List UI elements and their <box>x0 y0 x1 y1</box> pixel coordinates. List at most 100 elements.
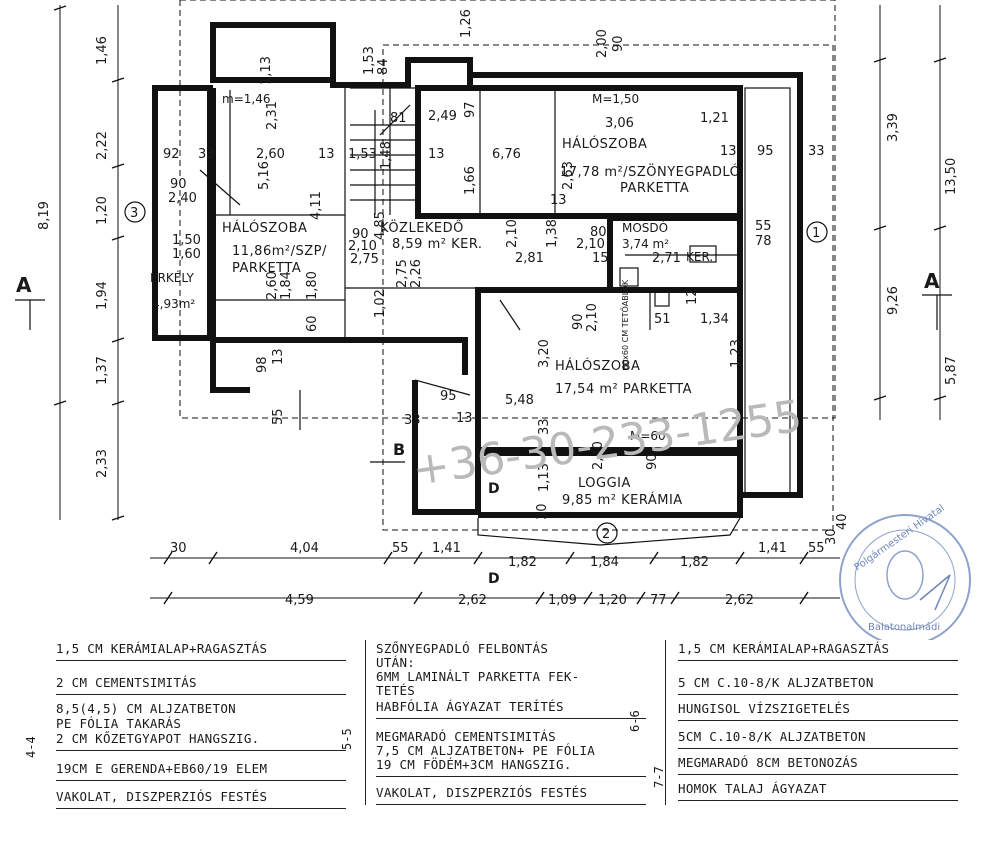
roof-window-note: 60x60 CM TETŐABLAK <box>620 279 630 370</box>
dim-90b: 90 <box>352 227 369 242</box>
dim-12: 12 <box>685 288 700 305</box>
room-area: 17,78 m²/SZÖNYEGPADLÓ <box>560 163 740 180</box>
section-label-a-left: A <box>16 273 32 297</box>
dim-33d: 33 <box>404 413 421 428</box>
room-name: LOGGIA <box>578 476 631 491</box>
dim-b2-459: 4,59 <box>285 593 314 608</box>
dim-right-587: 5,87 <box>944 356 959 385</box>
room-floor: PARKETTA <box>232 261 301 276</box>
section-marker-a-left: A <box>15 273 45 330</box>
room-area: 8,59 m² KER. <box>392 237 483 252</box>
dim-138: 1,38 <box>545 219 560 248</box>
stamp-bottom-text: Balatonalmádi <box>868 621 940 633</box>
dim-485: 4,85 <box>373 211 388 240</box>
room-erkely: ERKÉLY 4,93m² <box>150 270 195 311</box>
dim-13d: 13 <box>271 348 286 365</box>
dim-b2-120: 1,20 <box>598 593 627 608</box>
axis-marker-1: 1 <box>806 221 828 243</box>
dim-153: 1,53 <box>348 147 377 162</box>
legend-layer: TETÉS <box>376 683 416 698</box>
legend-layer: VAKOLAT, DISZPERZIÓS FESTÉS <box>376 784 646 805</box>
dim-121: 1,21 <box>700 111 729 126</box>
dim-top-90: 90 <box>611 35 626 52</box>
dim-275b: 2,75 <box>395 259 410 288</box>
dim-b1-30b: 30 <box>824 528 839 545</box>
dim-548: 5,48 <box>505 393 534 408</box>
dim-left-233: 2,33 <box>95 449 110 478</box>
room-haloszoba-nw: HÁLÓSZOBA 11,86m²/SZP/ PARKETTA <box>222 220 326 276</box>
dim-260b: 2,60 <box>265 271 280 300</box>
legend-column-3: 1,5 CM KERÁMIALAP+RAGASZTÁS 5 CM C.10-8/… <box>678 640 958 807</box>
legend-layer: 7,5 CM ALJZATBETON+ PE FÓLIA <box>376 743 596 758</box>
interior-dimensions: 92 33 2,60 13 1,53 5,16 2,31 2,49 97 3,0… <box>163 101 825 520</box>
dim-right-926: 9,26 <box>886 286 901 315</box>
dim-150: 1,50 <box>172 233 201 248</box>
room-area: 4,93m² <box>152 297 195 311</box>
room-area: 9,85 m² KERÁMIA <box>562 492 683 508</box>
dim-81: 81 <box>390 111 407 126</box>
room-floor: PARKETTA <box>620 181 689 196</box>
dim-55: 55 <box>755 219 772 234</box>
floor-plan: A A B D D 3 1 2 HÁLÓSZOBA 11,86m²/SZP/ P… <box>15 0 971 640</box>
dim-b2-109: 1,09 <box>548 593 577 608</box>
legend-layer: MEGMARADÓ 8CM BETONOZÁS <box>678 754 958 775</box>
dim-240b: 2,40 <box>591 441 606 470</box>
dim-166: 1,66 <box>463 166 478 195</box>
dim-148: 1,48 <box>379 141 394 170</box>
dim-281: 2,81 <box>515 251 544 266</box>
dim-top-113: 1,13 <box>259 56 274 85</box>
level-marker-150: M=1,50 <box>592 92 639 106</box>
dim-left-222: 2,22 <box>95 131 110 160</box>
dim-231: 2,31 <box>265 101 280 130</box>
dim-90d: 90 <box>645 453 660 470</box>
axis-label-1: 1 <box>812 226 820 241</box>
dim-226: 2,26 <box>409 259 424 288</box>
dim-left-120: 1,20 <box>95 196 110 225</box>
section-label-d-bottom: D <box>488 571 500 587</box>
dim-b1-182a: 1,82 <box>508 555 537 570</box>
dim-top-200: 2,00 <box>595 29 610 58</box>
left-dim-ticks <box>53 5 125 521</box>
dim-80: 80 <box>590 225 607 240</box>
legend-layer: 19CM E GERENDA+EB60/19 ELEM <box>56 760 346 781</box>
bottom-dims-row-1: 30 4,04 55 1,41 1,82 1,84 1,82 1,41 55 3… <box>170 513 850 570</box>
dim-b1-30: 30 <box>170 541 187 556</box>
legend-layer: SZŐNYEGPADLÓ FELBONTÁS <box>376 641 549 656</box>
dim-15: 15 <box>592 251 609 266</box>
dim-b2-262a: 2,62 <box>458 593 487 608</box>
legend-layer: 2 CM KŐZETGYAPOT HANGSZIG. <box>56 730 346 751</box>
section-marker-a-right: A <box>922 269 952 330</box>
dim-left-194: 1,94 <box>95 281 110 310</box>
dim-right-339: 3,39 <box>886 113 901 142</box>
dim-210: 2,10 <box>348 239 377 254</box>
dim-676: 6,76 <box>492 147 521 162</box>
dim-top-146: 1,46 <box>95 36 110 65</box>
dim-240: 2,40 <box>168 191 197 206</box>
room-floor: KER. <box>686 250 713 264</box>
room-mosdo: MOSDÓ 3,74 m² KER. <box>622 220 713 264</box>
sink-fixture <box>689 245 717 263</box>
dim-210d: 2,10 <box>585 303 600 332</box>
legend-layer: 5CM C.10-8/K ALJZATBETON <box>678 728 958 749</box>
section-label-d-top: D <box>488 481 500 497</box>
legend-divider-2 <box>665 640 666 805</box>
level-marker-60: M=60 <box>630 429 666 443</box>
room-kozlekedo: KÖZLEKEDŐ 8,59 m² KER. <box>380 219 483 252</box>
room-haloszoba-se: HÁLÓSZOBA 17,54 m² PARKETTA <box>555 358 692 397</box>
dim-160: 1,60 <box>172 247 201 262</box>
legend-column-2: SZŐNYEGPADLÓ FELBONTÁS UTÁN: 6MM LAMINÁL… <box>376 640 646 811</box>
dim-271: 2,71 <box>652 251 681 266</box>
legend-layer: 19 CM FÖDÉM+3CM HANGSZIG. <box>376 756 646 777</box>
dim-b1-184: 1,84 <box>590 555 619 570</box>
chimney-fixture <box>654 291 670 307</box>
legend-layer: PE FÓLIA TAKARÁS <box>56 716 182 731</box>
axis-marker-3: 3 <box>124 201 146 223</box>
axis-marker-2: 2 <box>596 522 618 544</box>
room-name: HÁLÓSZOBA <box>222 220 307 236</box>
legend-layer: HUNGISOL VÍZSZIGETELÉS <box>678 700 958 721</box>
dim-b2-262b: 2,62 <box>725 593 754 608</box>
dim-113b: 1,13 <box>537 463 552 492</box>
dim-184: 1,84 <box>279 271 294 300</box>
dim-right-1350: 13,50 <box>944 158 959 195</box>
legend-layer: 5 CM C.10-8/K ALJZATBETON <box>678 674 958 695</box>
